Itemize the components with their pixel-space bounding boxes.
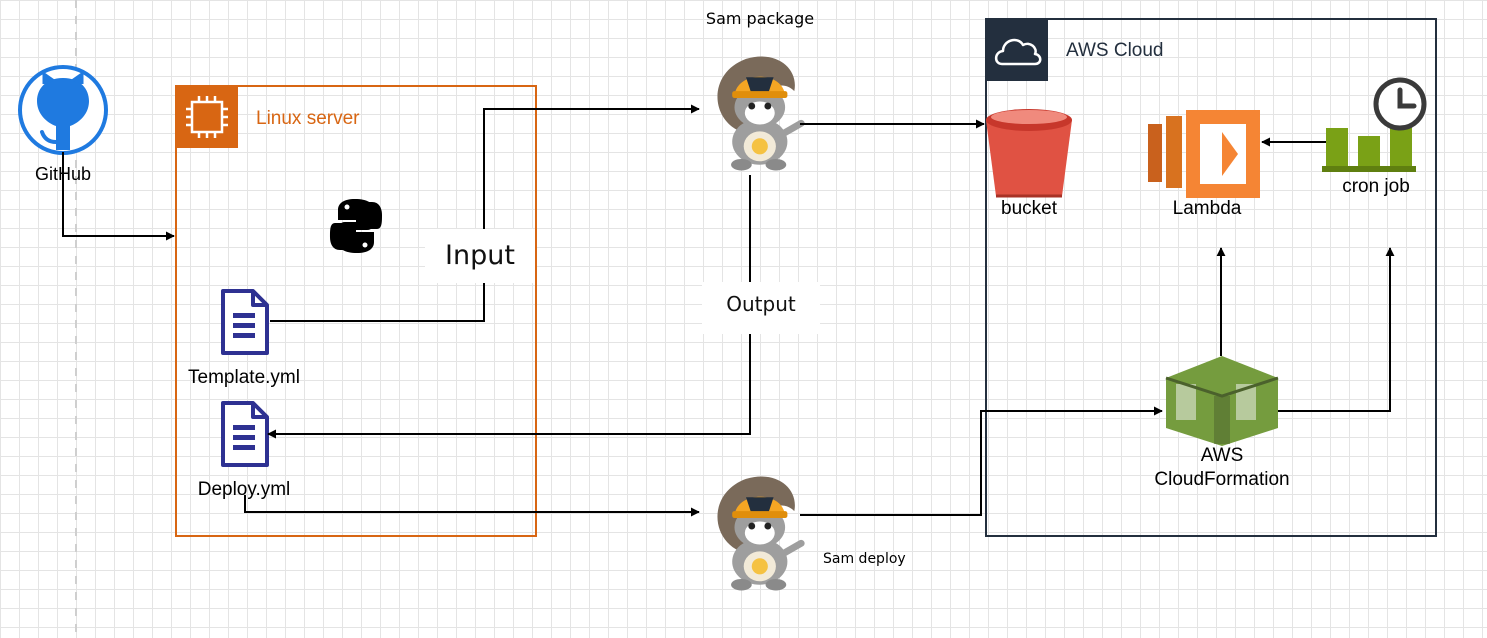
cron-job-label: cron job — [1342, 176, 1410, 197]
output-edge-label: Output — [702, 282, 820, 334]
cron-job-icon — [1322, 118, 1416, 172]
input-edge-label: Input — [425, 229, 535, 283]
lambda-label: Lambda — [1172, 198, 1242, 219]
deploy-file-label: Deploy.yml — [197, 479, 291, 500]
sam-package-label: Sam package — [705, 9, 815, 28]
edge-sam-package-to-deploy-yml — [267, 175, 751, 439]
linux-server-group — [175, 85, 537, 537]
ec2-chip-icon — [176, 86, 238, 148]
template-file-label: Template.yml — [188, 367, 300, 388]
aws-cloud-label: AWS Cloud — [1066, 40, 1164, 61]
linux-server-label: Linux server — [256, 108, 360, 129]
python-icon — [330, 199, 382, 253]
template-document-icon — [221, 289, 269, 355]
cloudformation-icon — [1165, 356, 1279, 446]
edge-sam-deploy-to-cloudformation — [800, 406, 1163, 516]
github-label: GitHub — [34, 164, 92, 184]
edge-deploy-yml-to-sam-deploy — [244, 495, 700, 517]
bucket-label: bucket — [1001, 198, 1057, 219]
sam-package-squirrel-icon — [717, 56, 801, 170]
s3-bucket-icon — [986, 109, 1072, 198]
edge-cloudformation-to-cron — [1278, 247, 1395, 412]
github-icon — [18, 65, 108, 155]
cloud-icon — [986, 19, 1048, 81]
cloudformation-label-line2: CloudFormation — [1154, 469, 1290, 490]
edge-github-to-linux — [62, 152, 175, 241]
sam-deploy-squirrel-icon — [717, 476, 801, 590]
cloudformation-label-line1: AWS — [1200, 445, 1244, 466]
clock-icon — [1373, 77, 1427, 131]
lambda-icon — [1148, 110, 1260, 198]
aws-cloud-group — [985, 18, 1437, 537]
deploy-document-icon — [221, 401, 269, 467]
edge-template-to-sam-package — [270, 104, 700, 322]
sam-deploy-label: Sam deploy — [823, 551, 906, 567]
